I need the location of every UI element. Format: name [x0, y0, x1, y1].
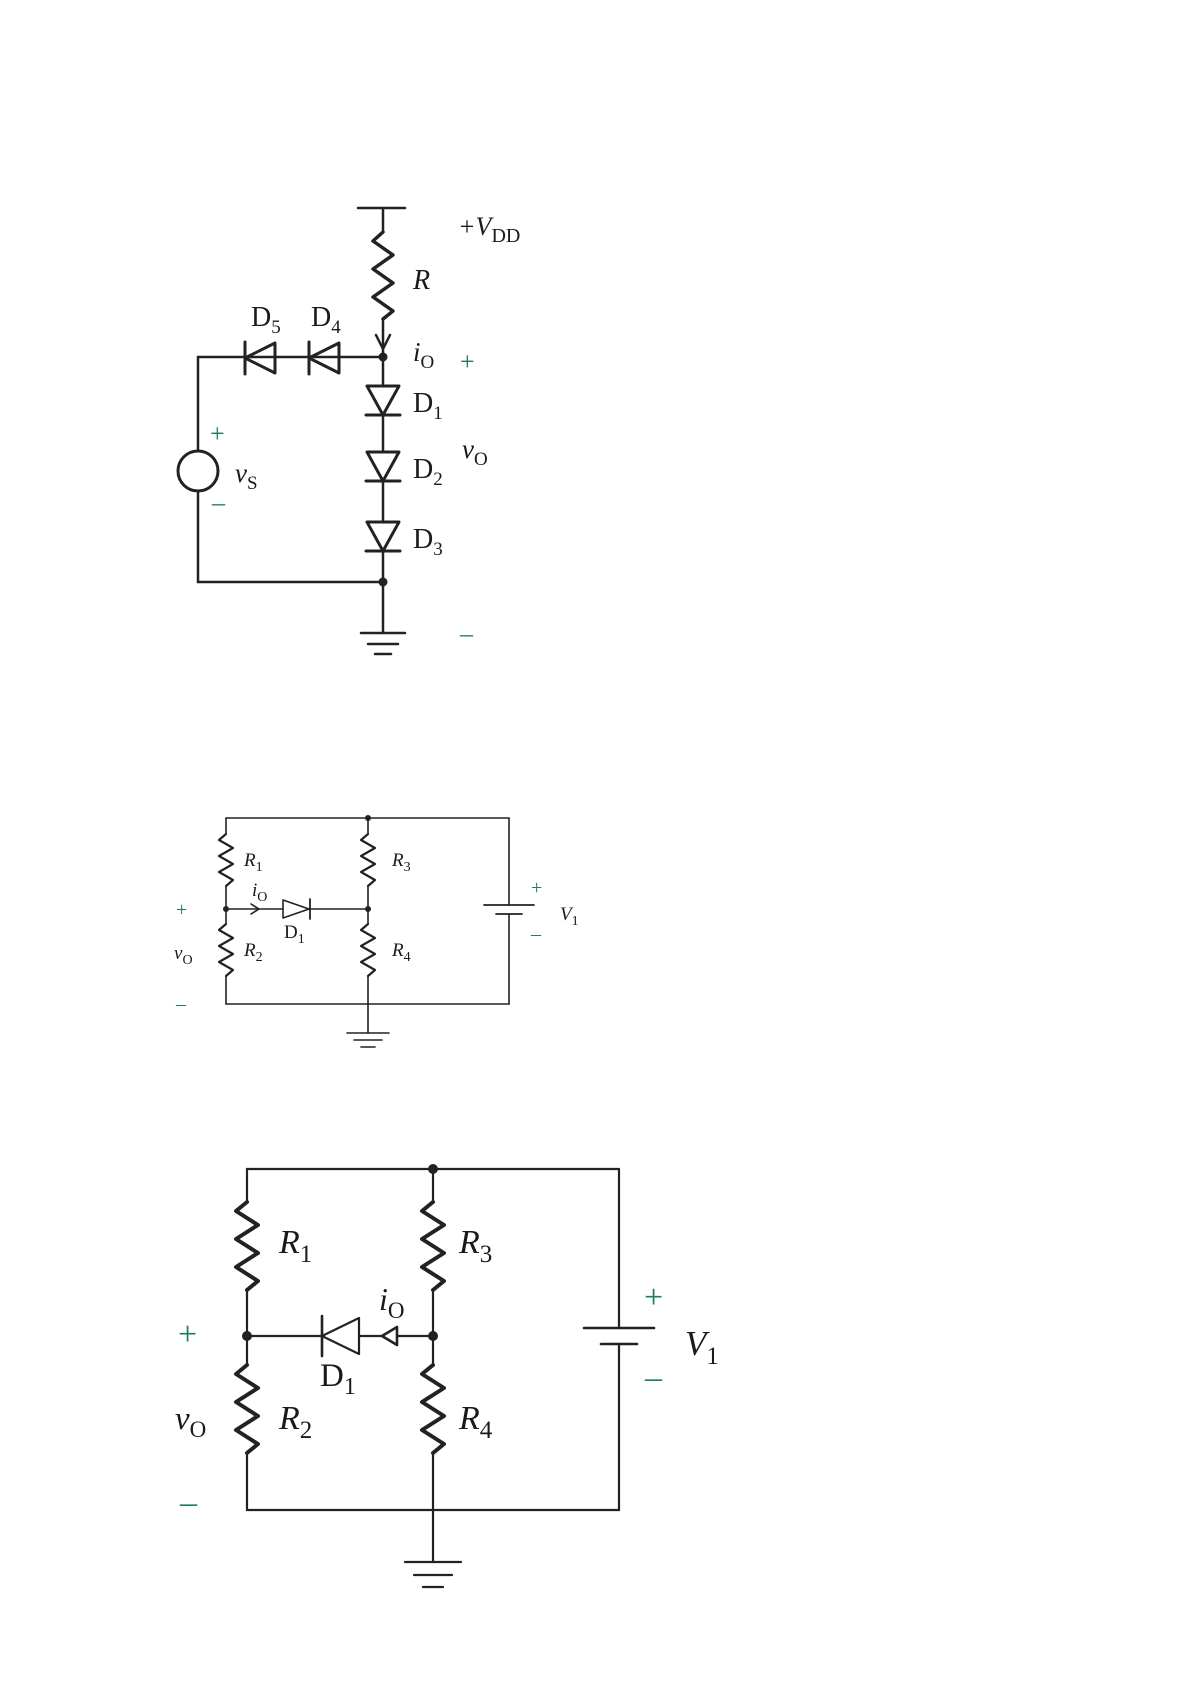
ground-symbol: [361, 633, 405, 654]
battery-v1-label: V1: [685, 1324, 719, 1370]
diode-d1-label: D1: [284, 922, 305, 947]
diode-d3: [367, 522, 399, 551]
diode-d2: [367, 452, 399, 481]
diode-d1-label: D1: [413, 388, 443, 424]
diode-d5-label: D5: [251, 302, 281, 338]
source-vs-label: vS: [235, 458, 258, 494]
supply-label: +VDD: [458, 212, 520, 247]
resistor-r2-label: R2: [278, 1400, 312, 1444]
output-plus: +: [178, 1316, 197, 1353]
resistor-r2: [219, 924, 233, 976]
battery-plus: +: [531, 877, 542, 899]
battery-minus: –: [530, 923, 542, 945]
output-minus: –: [175, 993, 187, 1015]
resistor-r3: [361, 834, 375, 886]
resistor-r: [373, 232, 393, 319]
output-minus: –: [459, 619, 474, 648]
diode-d1: [367, 386, 399, 415]
resistor-r3-label: R3: [391, 850, 411, 875]
node-dot: [379, 578, 388, 587]
current-io-label: iO: [379, 1281, 405, 1323]
resistor-r4: [361, 924, 375, 976]
ground-symbol: [405, 1562, 461, 1587]
current-io-label: iO: [413, 337, 434, 373]
diode-d2-label: D2: [413, 454, 443, 490]
current-io-label: iO: [252, 880, 267, 905]
resistor-r4-label: R4: [458, 1400, 493, 1444]
resistor-r4-label: R4: [391, 940, 411, 965]
resistor-r3: [422, 1202, 444, 1290]
output-minus: –: [179, 1484, 198, 1521]
resistor-r1-label: R1: [278, 1224, 312, 1268]
diode-d1-label: D1: [320, 1358, 356, 1400]
circuit-2: R1 R2 R3 R4 D1 iO vO V1 + – + –: [174, 815, 579, 1047]
ground-symbol: [347, 1033, 389, 1047]
diode-d3-label: D3: [413, 524, 443, 560]
diode-d1: [322, 1318, 359, 1354]
resistor-r3-label: R3: [458, 1224, 492, 1268]
battery-minus: –: [644, 1359, 663, 1396]
resistor-r-label: R: [412, 265, 430, 296]
resistor-r1-label: R1: [243, 850, 263, 875]
voltage-source-vs: [178, 451, 218, 491]
circuit-1: +VDD R iO vO vS D1 D2 D3 D4 D5 + – + –: [178, 208, 520, 654]
current-arrow: [382, 1327, 397, 1345]
battery-v1-label: V1: [560, 904, 579, 929]
source-plus: +: [210, 419, 225, 448]
circuit-3: R1 R2 R3 R4 D1 iO vO V1 + – + –: [175, 1164, 719, 1587]
output-plus: +: [176, 899, 187, 921]
output-vo-label: vO: [462, 434, 488, 470]
resistor-r1: [236, 1202, 258, 1290]
diode-d1: [283, 900, 309, 918]
resistor-r1: [219, 834, 233, 886]
source-minus: –: [211, 488, 226, 517]
diode-d4-label: D4: [311, 302, 341, 338]
battery-plus: +: [644, 1279, 663, 1316]
resistor-r4: [422, 1365, 444, 1453]
output-vo-label: vO: [175, 1401, 206, 1442]
output-plus: +: [460, 347, 475, 376]
output-vo-label: vO: [174, 943, 193, 968]
resistor-r2-label: R2: [243, 940, 263, 965]
resistor-r2: [236, 1365, 258, 1453]
